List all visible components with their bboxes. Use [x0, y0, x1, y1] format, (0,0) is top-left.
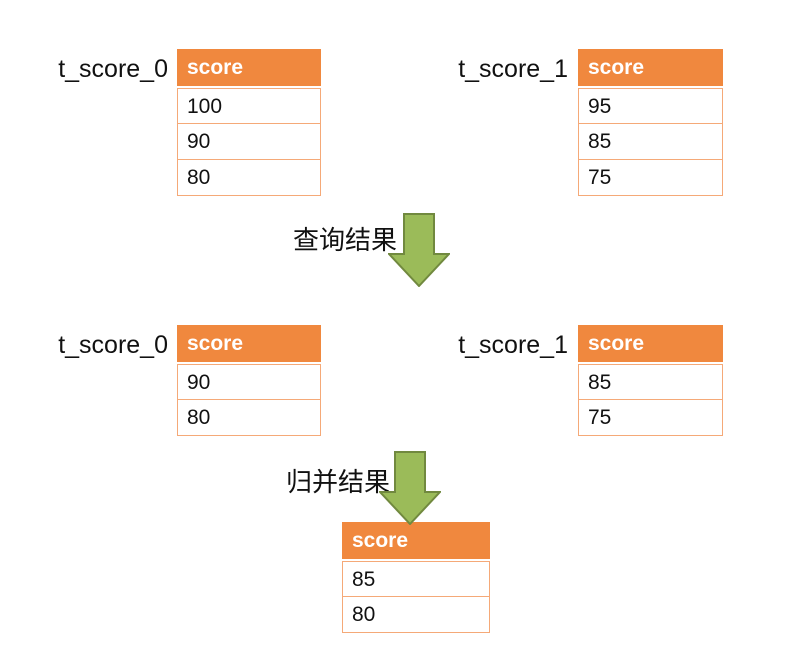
merge-arrow-caption: 归并结果 — [285, 467, 390, 497]
table-rows: 90 80 — [177, 364, 321, 436]
table-cell: 80 — [177, 400, 321, 436]
table-t-score-1-middle: score 85 75 — [578, 325, 723, 436]
table-cell: 80 — [177, 160, 321, 196]
table-t-score-0-top: score 100 90 80 — [177, 49, 321, 196]
table-t-score-0-middle: score 90 80 — [177, 325, 321, 436]
table-label-t-score-0-middle: t_score_0 — [58, 331, 168, 359]
column-header-score: score — [578, 325, 723, 362]
table-cell: 75 — [578, 160, 723, 196]
table-label-t-score-0-top: t_score_0 — [58, 55, 168, 83]
table-label-t-score-1-middle: t_score_1 — [458, 331, 568, 359]
table-cell: 95 — [578, 88, 723, 124]
table-cell: 85 — [578, 124, 723, 160]
table-cell: 85 — [578, 364, 723, 400]
down-arrow-icon — [379, 451, 441, 525]
column-header-score: score — [342, 522, 490, 559]
down-arrow-icon — [388, 213, 450, 287]
column-header-score: score — [177, 49, 321, 86]
table-label-t-score-1-top: t_score_1 — [458, 55, 568, 83]
table-cell: 90 — [177, 364, 321, 400]
column-header-score: score — [578, 49, 723, 86]
table-t-score-1-top: score 95 85 75 — [578, 49, 723, 196]
column-header-score: score — [177, 325, 321, 362]
table-merged-result: score 85 80 — [342, 522, 490, 633]
table-rows: 85 80 — [342, 561, 490, 633]
table-cell: 80 — [342, 597, 490, 633]
query-arrow-caption: 查询结果 — [292, 225, 397, 255]
table-cell: 85 — [342, 561, 490, 597]
table-cell: 75 — [578, 400, 723, 436]
table-cell: 90 — [177, 124, 321, 160]
table-rows: 100 90 80 — [177, 88, 321, 196]
table-rows: 95 85 75 — [578, 88, 723, 196]
table-rows: 85 75 — [578, 364, 723, 436]
table-cell: 100 — [177, 88, 321, 124]
